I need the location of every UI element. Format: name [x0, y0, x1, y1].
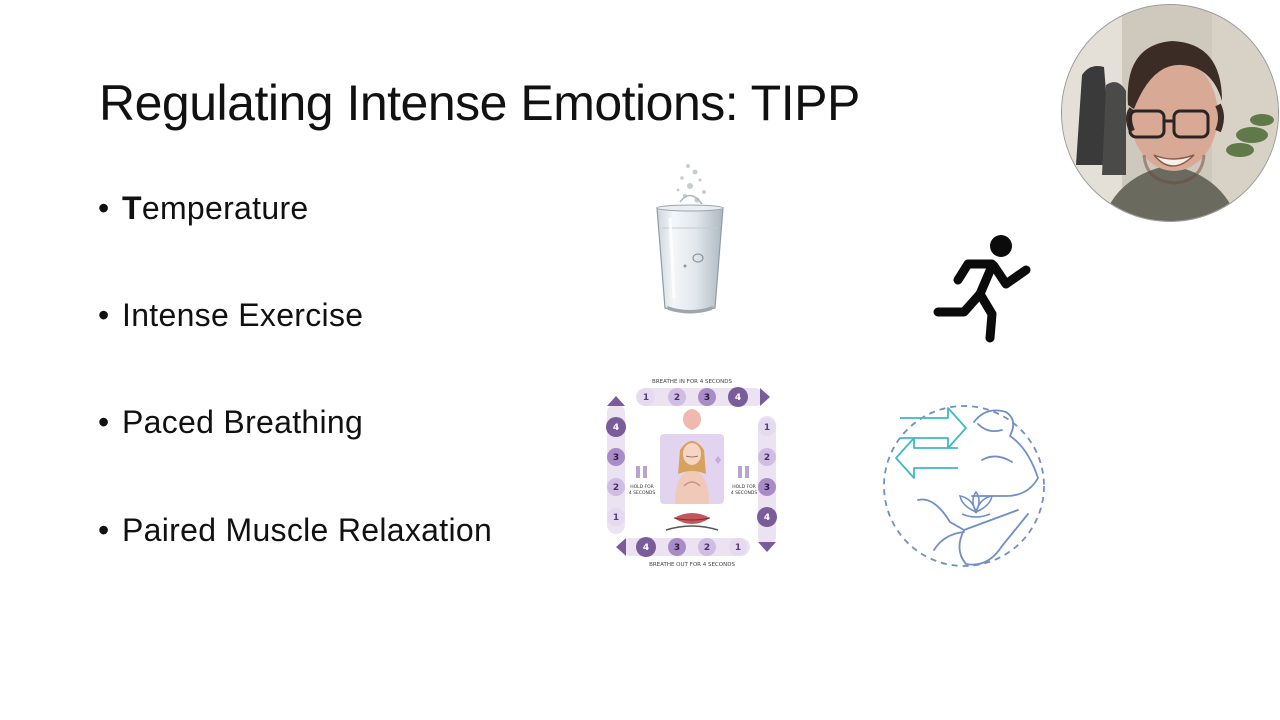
count-top-2: 2 — [674, 393, 680, 403]
bullet-bold-letter: T — [122, 190, 142, 226]
count-top-1: 1 — [643, 393, 649, 403]
bullet-dot: • — [98, 297, 110, 333]
water-glass-icon — [656, 164, 724, 314]
bullet-paced-breathing: • Paced Breathing — [98, 404, 363, 441]
hold-left-line2: 4 SECONDS — [629, 490, 656, 496]
bullet-dot: • — [98, 404, 110, 440]
running-person-icon — [933, 235, 1031, 343]
bullet-text: Paired Muscle Relaxation — [122, 512, 493, 548]
count-right-4: 4 — [764, 513, 770, 523]
count-bottom-4: 4 — [643, 543, 649, 553]
slide-title: Regulating Intense Emotions: TIPP — [99, 75, 860, 131]
bullet-text: emperature — [141, 190, 309, 226]
hold-right-line2: 4 SECONDS — [731, 490, 758, 496]
bullet-dot: • — [98, 190, 110, 226]
count-left-3: 3 — [613, 453, 619, 463]
breathe-out-label: BREATHE OUT FOR 4 SECONDS — [649, 562, 735, 568]
count-right-3: 3 — [764, 483, 770, 493]
bullet-intense-exercise: • Intense Exercise — [98, 297, 363, 334]
count-left-1: 1 — [613, 513, 619, 523]
bullet-text: Intense Exercise — [122, 297, 364, 333]
bullet-dot: • — [98, 512, 110, 548]
count-right-2: 2 — [764, 453, 770, 463]
box-breathing-icon: BREATHE IN FOR 4 SECONDS BREATHE OUT FOR… — [600, 374, 785, 570]
count-right-1: 1 — [764, 423, 770, 433]
count-left-4: 4 — [613, 423, 619, 433]
count-left-2: 2 — [613, 483, 619, 493]
presenter-webcam — [1061, 4, 1279, 222]
bullet-temperature: • Temperature — [98, 190, 309, 227]
count-top-3: 3 — [704, 393, 710, 403]
bullet-text: Paced Breathing — [122, 404, 364, 440]
hold-left-line1: HOLD FOR — [630, 484, 654, 490]
breathe-in-label: BREATHE IN FOR 4 SECONDS — [652, 379, 732, 385]
hold-right-line1: HOLD FOR — [732, 484, 756, 490]
bullet-paired-muscle-relaxation: • Paired Muscle Relaxation — [98, 512, 492, 549]
count-bottom-1: 1 — [735, 543, 741, 553]
muscle-relaxation-icon — [883, 405, 1045, 567]
count-bottom-2: 2 — [704, 543, 710, 553]
count-bottom-3: 3 — [674, 543, 680, 553]
count-top-4: 4 — [735, 393, 741, 403]
